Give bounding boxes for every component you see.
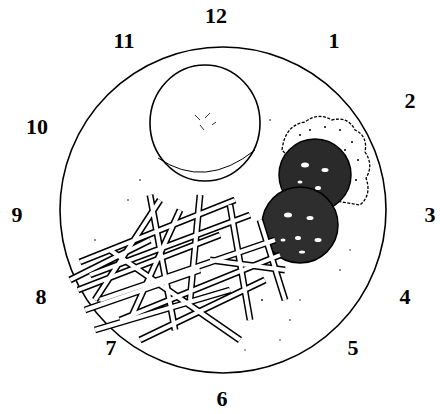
clock-number: 8 (36, 286, 47, 308)
tomato-seeds (281, 163, 329, 254)
bun-seeds (195, 113, 216, 130)
clock-number: 3 (425, 204, 436, 226)
clock-number: 11 (114, 30, 135, 52)
burger-bun (150, 65, 260, 181)
plate-rim (60, 47, 386, 373)
french-fries (70, 195, 285, 340)
clock-number: 4 (400, 286, 411, 308)
clock-number: 12 (205, 5, 227, 27)
bun-edge (158, 150, 255, 172)
clock-number: 7 (106, 337, 117, 359)
clock-number: 5 (348, 337, 359, 359)
clock-number: 6 (217, 388, 228, 410)
clock-number: 9 (12, 204, 23, 226)
clock-number: 10 (26, 116, 48, 138)
clock-number: 2 (405, 90, 416, 112)
clock-number: 1 (329, 30, 340, 52)
